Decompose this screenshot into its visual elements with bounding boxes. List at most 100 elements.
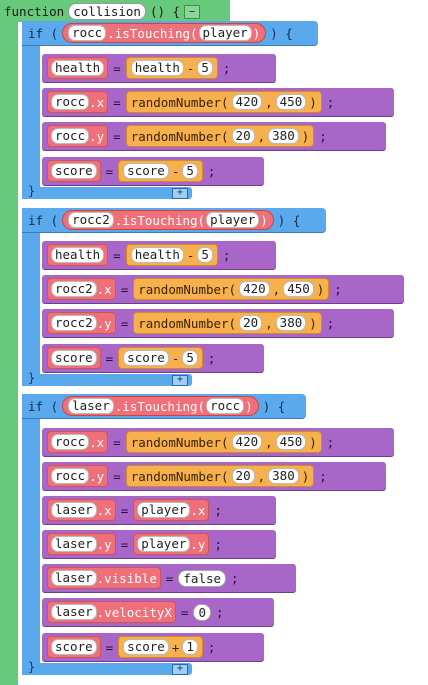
expression-variable[interactable]: score <box>123 639 169 655</box>
add-else-button[interactable]: + <box>172 664 188 675</box>
condition-argument[interactable]: player <box>206 212 260 228</box>
expression-variable[interactable]: health <box>130 247 184 263</box>
property-object[interactable]: player <box>137 502 191 518</box>
target-variable[interactable]: laser <box>51 570 97 586</box>
random-min-arg[interactable]: 420 <box>231 94 263 110</box>
target-variable[interactable]: score <box>51 163 97 179</box>
assignment-statement[interactable]: laser.velocityX=0; <box>42 598 274 626</box>
literal-value[interactable]: 0 <box>193 603 211 621</box>
target-variable[interactable]: rocc <box>51 434 90 450</box>
random-max-arg[interactable]: 450 <box>275 434 307 450</box>
assign-target[interactable]: health <box>47 244 109 266</box>
assign-target[interactable]: rocc.x <box>47 431 109 453</box>
assign-target[interactable]: rocc2.x <box>47 278 116 300</box>
assignment-statement[interactable]: health=health-5; <box>42 54 276 82</box>
target-variable[interactable]: score <box>51 639 97 655</box>
random-max-arg[interactable]: 380 <box>268 128 299 144</box>
expression-number[interactable]: 1 <box>182 639 198 655</box>
target-variable[interactable]: rocc2 <box>51 315 97 331</box>
assign-target[interactable]: rocc.x <box>47 91 109 113</box>
assign-target[interactable]: laser.x <box>47 499 116 521</box>
expression-pill[interactable]: health-5 <box>125 57 218 79</box>
if-block[interactable]: if (rocc.isTouching(player)) { health=hea… <box>22 21 422 199</box>
assignment-statement[interactable]: rocc.y=randomNumber(20,380); <box>42 122 386 150</box>
random-min-arg[interactable]: 420 <box>231 434 263 450</box>
expression-pill[interactable]: score+1 <box>118 636 203 658</box>
random-max-arg[interactable]: 380 <box>268 468 299 484</box>
condition-pill[interactable]: rocc.isTouching(player) <box>62 23 267 43</box>
if-header[interactable]: if (rocc.isTouching(player)) { <box>22 21 318 45</box>
random-min-arg[interactable]: 420 <box>239 281 270 297</box>
expression-number[interactable]: 5 <box>197 247 213 263</box>
if-block[interactable]: if (laser.isTouching(rocc)) { rocc.x=rand… <box>22 394 422 675</box>
assignment-statement[interactable]: score=score+1; <box>42 633 264 661</box>
target-variable[interactable]: rocc2 <box>51 281 97 297</box>
target-variable[interactable]: laser <box>51 604 97 620</box>
target-variable[interactable]: laser <box>51 502 97 518</box>
function-header[interactable]: function collision () { − <box>4 3 201 20</box>
assign-target[interactable]: score <box>47 160 101 182</box>
condition-object[interactable]: rocc2 <box>68 212 114 228</box>
literal-value[interactable]: false <box>178 569 227 587</box>
target-variable[interactable]: rocc <box>51 94 90 110</box>
expression-number[interactable]: 5 <box>182 350 198 366</box>
target-variable[interactable]: rocc <box>51 128 90 144</box>
random-min-arg[interactable]: 20 <box>239 315 263 331</box>
assignment-statement[interactable]: rocc2.y=randomNumber(20,380); <box>42 309 394 337</box>
assignment-statement[interactable]: health=health-5; <box>42 241 276 269</box>
expression-variable[interactable]: score <box>123 163 169 179</box>
random-max-arg[interactable]: 450 <box>283 281 314 297</box>
expression-variable[interactable]: score <box>123 350 169 366</box>
target-variable[interactable]: laser <box>51 536 97 552</box>
property-read[interactable]: player.x <box>133 499 210 521</box>
random-number-call[interactable]: randomNumber(20,380) <box>125 125 315 147</box>
random-max-arg[interactable]: 450 <box>275 94 307 110</box>
expression-number[interactable]: 5 <box>182 163 198 179</box>
function-name[interactable]: collision <box>68 3 146 20</box>
condition-pill[interactable]: laser.isTouching(rocc) <box>62 396 259 416</box>
assign-target[interactable]: rocc.y <box>47 125 109 147</box>
if-header[interactable]: if (laser.isTouching(rocc)) { <box>22 394 306 418</box>
random-min-arg[interactable]: 20 <box>231 468 255 484</box>
target-variable[interactable]: health <box>51 60 105 76</box>
assign-target[interactable]: laser.visible <box>47 567 161 589</box>
assignment-statement[interactable]: rocc.x=randomNumber(420,450); <box>42 428 394 456</box>
add-else-button[interactable]: + <box>172 188 188 199</box>
expression-pill[interactable]: score-5 <box>118 347 203 369</box>
assignment-statement[interactable]: laser.y=player.y; <box>42 530 276 558</box>
assignment-statement[interactable]: laser.visible=false; <box>42 564 296 592</box>
target-variable[interactable]: rocc <box>51 468 90 484</box>
assignment-statement[interactable]: rocc2.x=randomNumber(420,450); <box>42 275 404 303</box>
expression-number[interactable]: 5 <box>197 60 213 76</box>
target-variable[interactable]: score <box>51 350 97 366</box>
condition-argument[interactable]: rocc <box>206 398 245 414</box>
add-else-button[interactable]: + <box>172 375 188 386</box>
assignment-statement[interactable]: laser.x=player.x; <box>42 496 276 524</box>
condition-pill[interactable]: rocc2.isTouching(player) <box>62 210 274 230</box>
assign-target[interactable]: rocc.y <box>47 465 109 487</box>
assign-target[interactable]: score <box>47 347 101 369</box>
random-number-call[interactable]: randomNumber(420,450) <box>125 91 322 113</box>
assign-target[interactable]: health <box>47 57 109 79</box>
random-max-arg[interactable]: 380 <box>275 315 307 331</box>
target-variable[interactable]: health <box>51 247 105 263</box>
assignment-statement[interactable]: score=score-5; <box>42 157 264 185</box>
random-number-call[interactable]: randomNumber(420,450) <box>125 431 322 453</box>
assignment-statement[interactable]: score=score-5; <box>42 344 264 372</box>
condition-object[interactable]: rocc <box>68 25 107 41</box>
if-block[interactable]: if (rocc2.isTouching(player)) {health=he… <box>22 208 422 386</box>
random-number-call[interactable]: randomNumber(20,380) <box>125 465 315 487</box>
assignment-statement[interactable]: rocc.y=randomNumber(20,380); <box>42 462 386 490</box>
assign-target[interactable]: laser.y <box>47 533 116 555</box>
random-number-call[interactable]: randomNumber(20,380) <box>133 312 322 334</box>
random-min-arg[interactable]: 20 <box>231 128 255 144</box>
condition-object[interactable]: laser <box>68 398 114 414</box>
expression-variable[interactable]: health <box>130 60 184 76</box>
property-object[interactable]: player <box>137 536 191 552</box>
collapse-button[interactable]: − <box>184 4 201 19</box>
assign-target[interactable]: laser.velocityX <box>47 601 176 623</box>
expression-pill[interactable]: health-5 <box>125 244 218 266</box>
assignment-statement[interactable]: rocc.x=randomNumber(420,450); <box>42 88 394 116</box>
property-read[interactable]: player.y <box>133 533 210 555</box>
assign-target[interactable]: rocc2.y <box>47 312 116 334</box>
